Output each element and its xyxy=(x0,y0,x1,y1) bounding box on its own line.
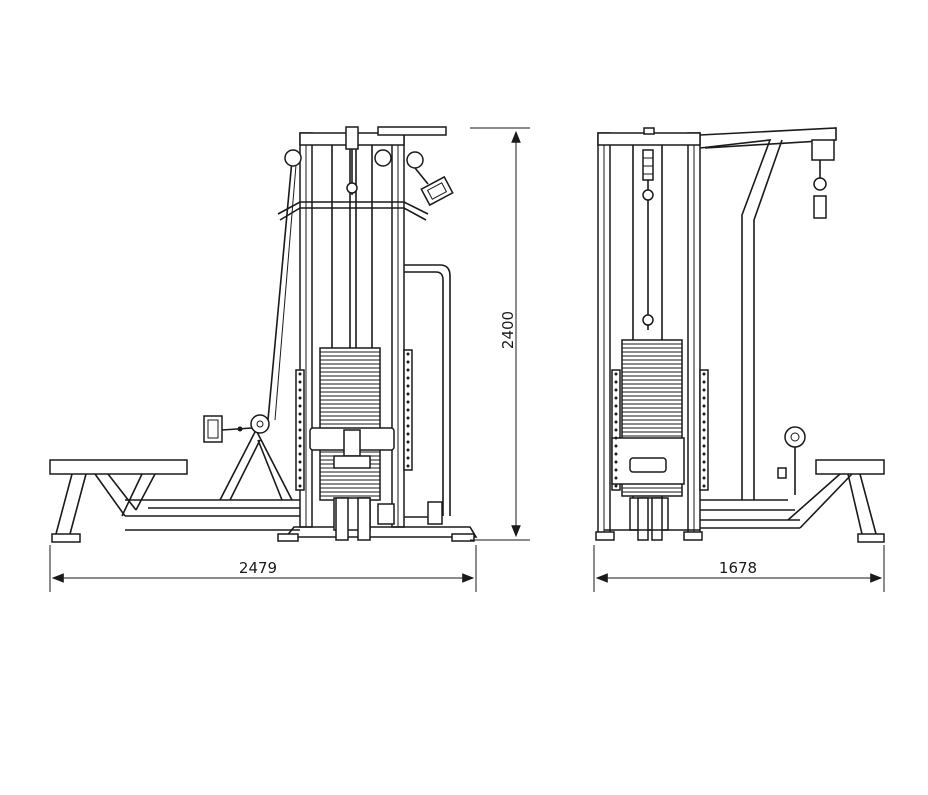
base-frame xyxy=(277,497,478,542)
dimension-lines: 2400 2479 1678 xyxy=(49,127,885,592)
ladder-hole xyxy=(702,380,706,384)
ladder-hole xyxy=(298,388,302,392)
ladder-hole xyxy=(702,372,706,376)
front-base xyxy=(595,497,800,541)
ladder-hole xyxy=(298,380,302,384)
ladder-hole xyxy=(702,484,706,488)
ladder-hole xyxy=(614,412,618,416)
ladder-hole xyxy=(614,388,618,392)
ladder-hole xyxy=(406,360,410,364)
ladder-hole xyxy=(406,464,410,468)
ladder-hole xyxy=(702,468,706,472)
ladder-hole xyxy=(702,444,706,448)
ladder-hole xyxy=(702,404,706,408)
ladder-hole xyxy=(406,416,410,420)
width-dimension-label: 2479 xyxy=(239,559,277,577)
ladder-hole xyxy=(406,432,410,436)
ladder-hole xyxy=(406,448,410,452)
high-pulley-arm xyxy=(699,127,837,500)
ladder-hole xyxy=(702,412,706,416)
ladder-hole xyxy=(298,468,302,472)
ladder-hole xyxy=(406,408,410,412)
ladder-hole xyxy=(298,372,302,376)
ladder-hole xyxy=(614,452,618,456)
ladder-hole xyxy=(298,476,302,480)
front-view xyxy=(595,127,885,543)
ladder-hole xyxy=(614,436,618,440)
ladder-hole xyxy=(298,428,302,432)
ladder-hole xyxy=(298,404,302,408)
ladder-hole xyxy=(406,368,410,372)
ladder-hole xyxy=(298,460,302,464)
ladder-hole xyxy=(702,476,706,480)
ladder-hole xyxy=(702,396,706,400)
side-view xyxy=(49,126,478,543)
ladder-hole xyxy=(702,452,706,456)
ladder-hole xyxy=(614,372,618,376)
ladder-hole xyxy=(406,392,410,396)
ladder-hole xyxy=(298,396,302,400)
tower-frame xyxy=(597,127,701,538)
ladder-hole xyxy=(406,384,410,388)
height-dimension-label: 2400 xyxy=(499,311,517,349)
ladder-hole xyxy=(614,428,618,432)
ladder-hole xyxy=(406,440,410,444)
ladder-hole xyxy=(298,412,302,416)
ladder-hole xyxy=(614,404,618,408)
ladder-hole xyxy=(614,380,618,384)
depth-dimension-label: 1678 xyxy=(719,559,757,577)
ladder-hole xyxy=(702,460,706,464)
ladder-hole xyxy=(702,428,706,432)
ladder-hole xyxy=(298,420,302,424)
ladder-hole xyxy=(298,444,302,448)
ladder-hole xyxy=(614,468,618,472)
ladder-hole xyxy=(614,484,618,488)
ladder-hole xyxy=(406,424,410,428)
front-bench xyxy=(787,459,885,543)
ladder-hole xyxy=(702,420,706,424)
ladder-hole xyxy=(614,460,618,464)
ladder-hole xyxy=(614,396,618,400)
ladder-hole xyxy=(614,476,618,480)
ladder-hole xyxy=(298,452,302,456)
ladder-hole xyxy=(702,436,706,440)
ladder-hole xyxy=(614,444,618,448)
ladder-hole xyxy=(298,484,302,488)
row-bench xyxy=(49,414,300,543)
ladder-hole xyxy=(614,420,618,424)
ladder-hole xyxy=(702,388,706,392)
ladder-hole xyxy=(406,400,410,404)
weight-stack xyxy=(319,347,381,501)
ladder-hole xyxy=(406,456,410,460)
ladder-hole xyxy=(406,352,410,356)
ladder-hole xyxy=(298,436,302,440)
ladder-hole xyxy=(406,376,410,380)
